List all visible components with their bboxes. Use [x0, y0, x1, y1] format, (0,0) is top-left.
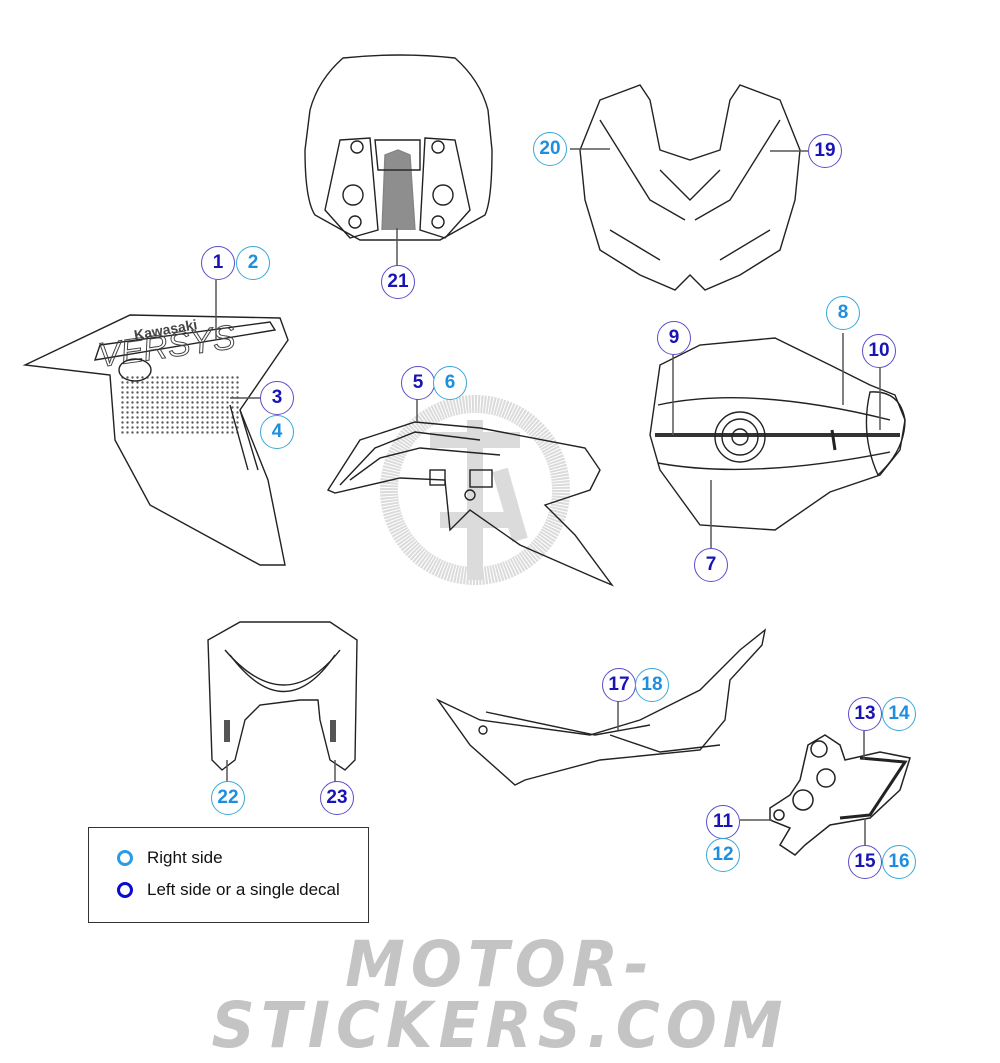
callout-20[interactable]: 20 — [533, 132, 567, 166]
background-logo — [380, 395, 570, 585]
site-watermark: MOTOR-STICKERS.COM — [211, 928, 789, 1063]
legend-left-label: Left side or a single decal — [147, 880, 340, 899]
legend-left-side: Left side or a single decal — [117, 880, 340, 900]
callout-2[interactable]: 2 — [236, 246, 270, 280]
callout-22[interactable]: 22 — [211, 781, 245, 815]
legend-right-label: Right side — [147, 848, 223, 867]
callout-7[interactable]: 7 — [694, 548, 728, 582]
legend-box: Right side Left side or a single decal — [88, 827, 369, 923]
radiator-shroud-drawing: Kawasaki VERSYS — [22, 280, 289, 566]
callout-10[interactable]: 10 — [862, 334, 896, 368]
callout-12[interactable]: 12 — [706, 838, 740, 872]
heel-guard-drawing — [740, 731, 911, 856]
callout-13[interactable]: 13 — [848, 697, 882, 731]
callout-9[interactable]: 9 — [657, 321, 691, 355]
left-side-ring-icon — [117, 882, 133, 898]
callout-3[interactable]: 3 — [260, 381, 294, 415]
callout-8[interactable]: 8 — [826, 296, 860, 330]
callout-1[interactable]: 1 — [201, 246, 235, 280]
seat-side-cover-drawing — [435, 628, 767, 786]
callout-6[interactable]: 6 — [433, 366, 467, 400]
callout-19[interactable]: 19 — [808, 134, 842, 168]
callout-16[interactable]: 16 — [882, 845, 916, 879]
side-fairing-drawing — [326, 398, 615, 587]
callout-15[interactable]: 15 — [848, 845, 882, 879]
callout-4[interactable]: 4 — [260, 415, 294, 449]
callout-14[interactable]: 14 — [882, 697, 916, 731]
callout-21[interactable]: 21 — [381, 265, 415, 299]
callout-5[interactable]: 5 — [401, 366, 435, 400]
front-cowl-drawing — [570, 84, 808, 291]
fuel-tank-drawing — [649, 333, 906, 548]
parts-diagram: Kawasaki VERSYS — [22, 54, 911, 856]
right-side-ring-icon — [117, 850, 133, 866]
front-fender-drawing — [207, 621, 358, 782]
windscreen-drawing — [304, 54, 493, 268]
callout-11[interactable]: 11 — [706, 805, 740, 839]
callout-18[interactable]: 18 — [635, 668, 669, 702]
callout-23[interactable]: 23 — [320, 781, 354, 815]
legend-right-side: Right side — [117, 848, 223, 868]
callout-17[interactable]: 17 — [602, 668, 636, 702]
